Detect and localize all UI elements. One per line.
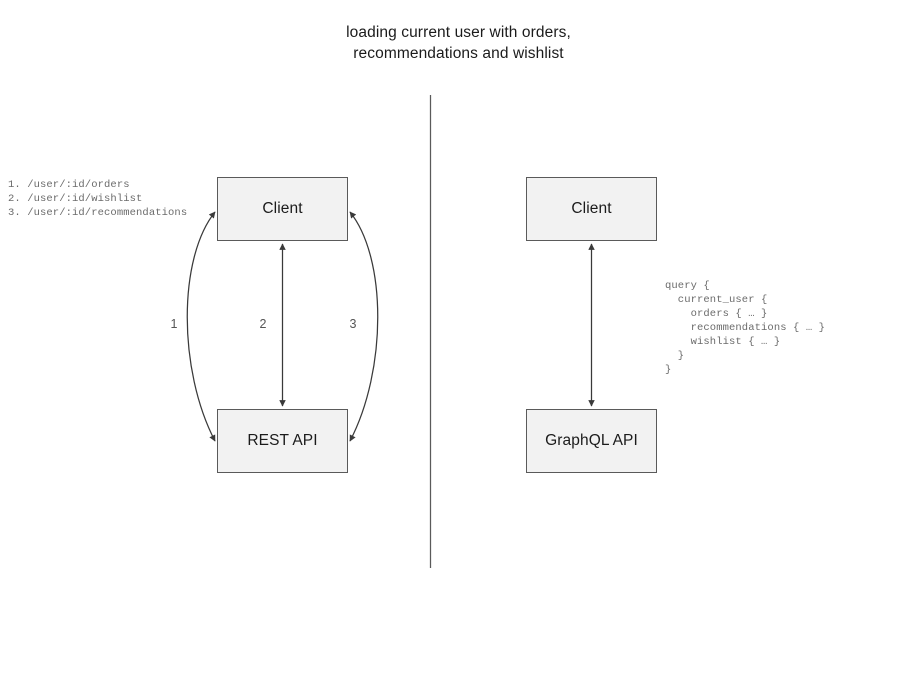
- rest-endpoint-list: 1. /user/:id/orders 2. /user/:id/wishlis…: [8, 179, 188, 219]
- node-rest-api-label: REST API: [247, 432, 318, 449]
- arrow-label-3: 3: [349, 317, 357, 331]
- node-graphql-api-label: GraphQL API: [545, 432, 638, 449]
- node-client-graphql-label: Client: [571, 200, 612, 217]
- node-client-rest-label: Client: [262, 200, 303, 217]
- rest-arrow-1: [186, 211, 216, 442]
- node-client-rest[interactable]: Client: [217, 177, 348, 241]
- node-graphql-api[interactable]: GraphQL API: [526, 409, 657, 473]
- arrow-label-2: 2: [259, 317, 267, 331]
- node-client-graphql[interactable]: Client: [526, 177, 657, 241]
- arrow-label-1: 1: [170, 317, 178, 331]
- page-title: loading current user with orders, recomm…: [346, 24, 571, 62]
- graphql-query-block: query { current_user { orders { … } reco…: [665, 280, 826, 376]
- node-rest-api[interactable]: REST API: [217, 409, 348, 473]
